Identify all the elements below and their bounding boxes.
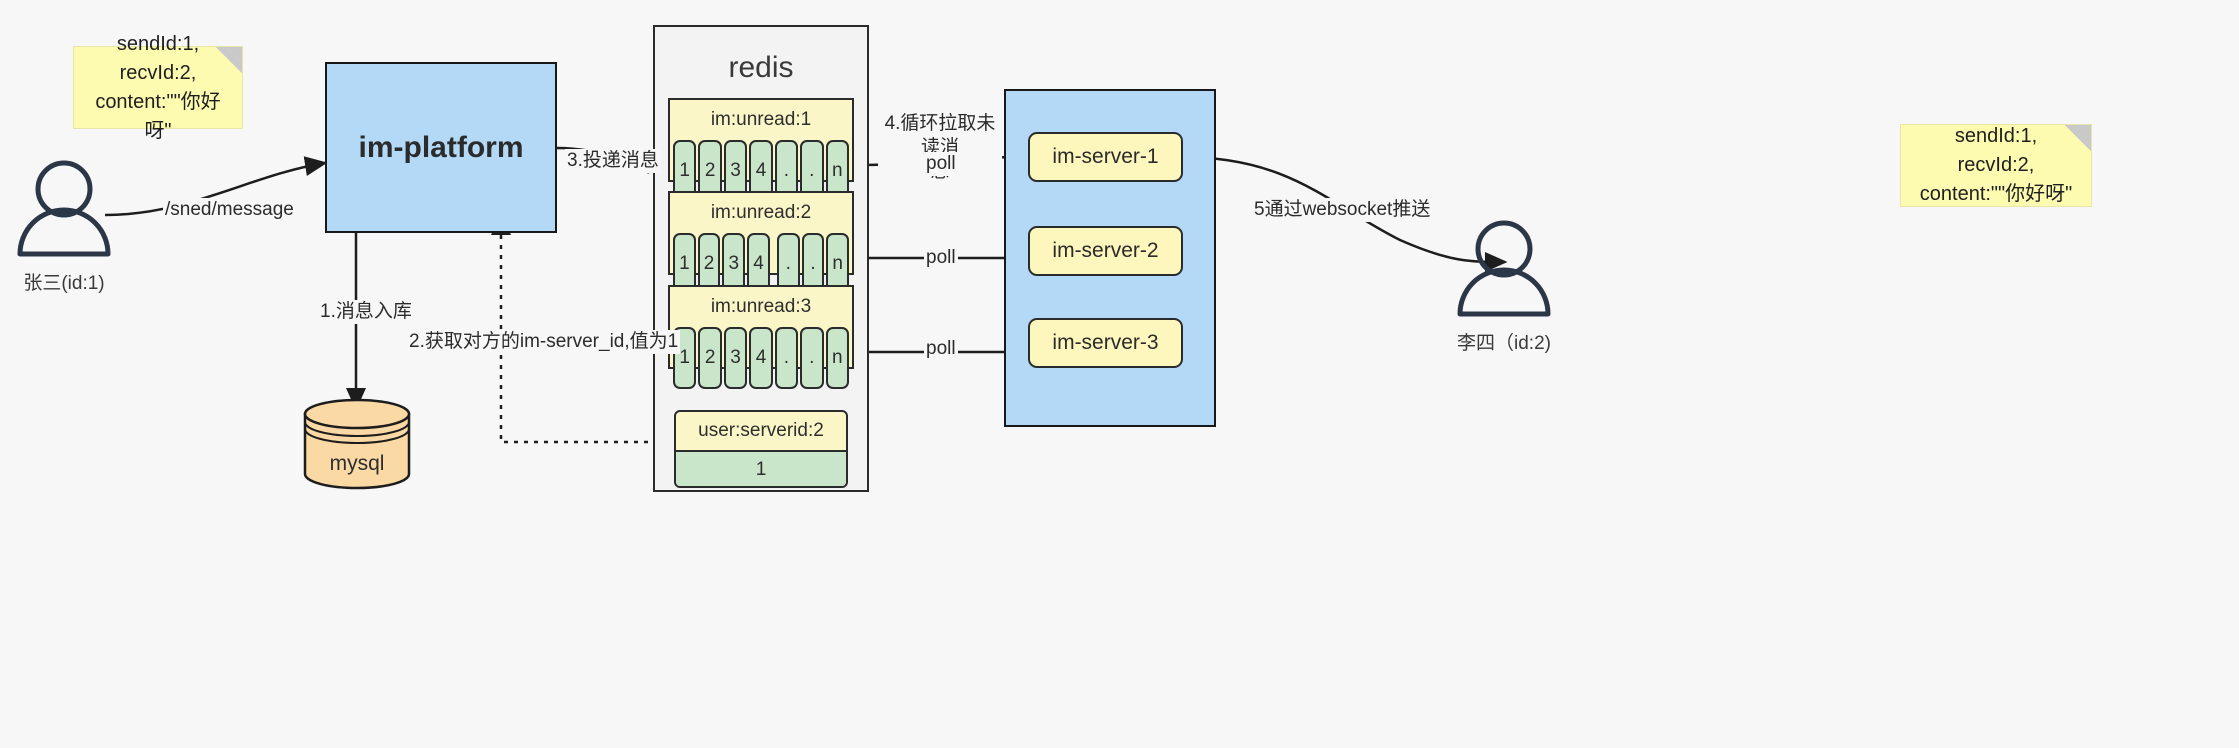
queue-key-label: im:unread:1: [710, 109, 812, 130]
edge-label-step1: 1.消息入库: [318, 300, 414, 324]
im-server-3-box[interactable]: im-server-3: [1028, 318, 1183, 368]
queue-cell: n: [825, 140, 849, 202]
redis-queue-im-unread-2[interactable]: im:unread:2 1 2 3 4 . . n: [668, 191, 854, 295]
edge-label-poll-3: poll: [924, 337, 958, 361]
redis-title: redis: [728, 51, 794, 84]
edge-label-poll-1: poll: [924, 152, 958, 176]
im-server-3-label: im-server-3: [1052, 331, 1159, 354]
note-fold-icon: [216, 47, 242, 73]
queue-cells: 1 2 3 4 . . n: [670, 140, 852, 204]
im-server-1-box[interactable]: im-server-1: [1028, 132, 1183, 182]
im-platform-box[interactable]: im-platform: [325, 62, 557, 233]
mysql-label: mysql: [329, 452, 385, 475]
redis-queue-im-unread-1[interactable]: im:unread:1 1 2 3 4 . . n: [668, 98, 854, 202]
redis-queue-im-unread-3[interactable]: im:unread:3 1 2 3 4 . . n: [668, 285, 854, 389]
im-server-2-label: im-server-2: [1052, 239, 1159, 262]
receiver-user-icon: [1457, 220, 1551, 317]
queue-cell: 3: [723, 327, 748, 389]
edge-label-step3: 3.投递消息: [565, 149, 661, 173]
mysql-datastore[interactable]: mysql: [302, 398, 412, 490]
queue-key-label: im:unread:2: [710, 202, 812, 223]
queue-cell: 4: [749, 327, 773, 389]
edge-label-step5: 5通过websocket推送: [1252, 198, 1433, 222]
queue-key-label: im:unread:3: [710, 296, 812, 317]
edge-label-send-message: /sned/message: [163, 198, 296, 222]
queue-cells: 1 2 3 4 . . n: [670, 327, 852, 391]
edge-label-step2: 2.获取对方的im-server_id,值为1: [407, 330, 681, 354]
note-right-text: sendId:1, recvId:2, content:""你好呀": [1919, 125, 2073, 205]
sender-label: 张三(id:1): [23, 273, 105, 294]
note-left: sendId:1, recvId:2, content:""你好呀": [73, 33, 243, 142]
queue-cell: .: [801, 233, 825, 295]
im-server-1-label: im-server-1: [1052, 145, 1159, 168]
queue-cell: .: [800, 140, 824, 202]
queue-cell: .: [774, 327, 799, 389]
queue-cell: .: [800, 327, 824, 389]
redis-kv-user-serverid[interactable]: user:serverid:2 1: [674, 410, 848, 488]
note-right: sendId:1, recvId:2, content:""你好呀": [1900, 124, 2092, 207]
queue-cells: 1 2 3 4 . . n: [670, 233, 852, 297]
note-fold-icon: [2065, 125, 2091, 151]
queue-cell: n: [825, 327, 849, 389]
queue-cell: 2: [698, 327, 722, 389]
kv-value-label: 1: [676, 452, 846, 486]
sender-user-icon: [17, 160, 111, 257]
cylinder-icon: [303, 398, 411, 490]
receiver-label: 李四（id:2): [1457, 333, 1551, 354]
note-left-text: sendId:1, recvId:2, content:""你好呀": [95, 32, 221, 142]
im-platform-label: im-platform: [358, 130, 524, 164]
kv-key-label: user:serverid:2: [676, 412, 846, 452]
edge-label-poll-2: poll: [924, 246, 958, 270]
im-server-2-box[interactable]: im-server-2: [1028, 226, 1183, 276]
